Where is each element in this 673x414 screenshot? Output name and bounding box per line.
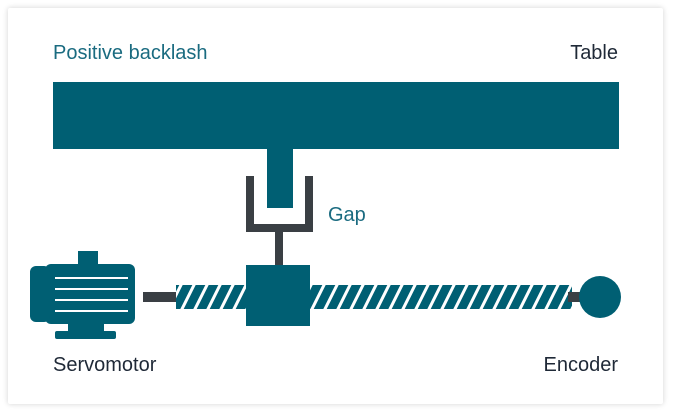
screw-thread [349, 285, 365, 309]
screw-thread [176, 285, 183, 299]
encoder-label: Encoder [543, 354, 619, 376]
screw-thread [492, 285, 508, 309]
screw-thread [375, 285, 391, 309]
screw-thread [362, 285, 378, 309]
screw-thread [466, 285, 482, 309]
diagram-frame: Positive backlash Table Gap Servomotor E… [8, 8, 663, 404]
screw-thread [310, 285, 326, 309]
screw-thread [193, 285, 209, 309]
screw-thread [440, 285, 456, 309]
screw-thread [505, 285, 521, 309]
screw-thread [427, 285, 443, 309]
encoder-disc [579, 276, 621, 318]
fork-bracket [246, 176, 313, 266]
diagram-title: Positive backlash [53, 42, 208, 64]
screw-thread [180, 285, 196, 309]
screw-thread [531, 285, 547, 309]
servomotor [30, 251, 135, 339]
servomotor-label: Servomotor [53, 354, 157, 376]
screw-thread [232, 285, 248, 309]
screw-thread [388, 285, 404, 309]
screw-thread [401, 285, 417, 309]
screw-thread [544, 285, 560, 309]
screw-thread [323, 285, 339, 309]
screw-thread [557, 285, 572, 309]
screw-thread [479, 285, 495, 309]
table-bar [53, 82, 619, 149]
screw-thread [453, 285, 469, 309]
nut-block [246, 265, 310, 326]
screw-thread [518, 285, 534, 309]
screw-thread [219, 285, 235, 309]
lead-screw [176, 285, 572, 309]
motor-shaft [143, 292, 179, 302]
gap-label: Gap [328, 204, 366, 226]
screw-thread [336, 285, 352, 309]
backlash-diagram [30, 82, 621, 339]
screw-thread [414, 285, 430, 309]
screw-thread [206, 285, 222, 309]
servomotor-fins [55, 277, 128, 312]
table-stem [267, 149, 293, 208]
table-label: Table [570, 42, 618, 64]
